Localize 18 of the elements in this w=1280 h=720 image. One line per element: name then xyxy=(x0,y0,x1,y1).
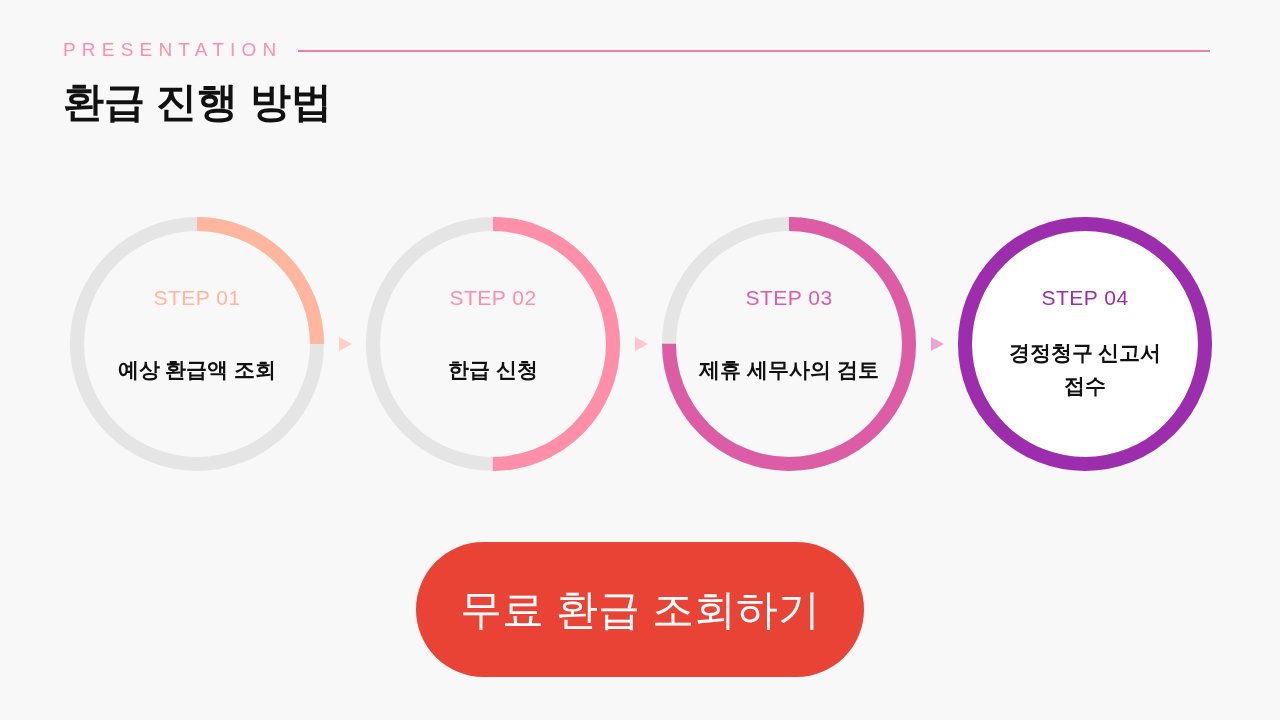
step-title: 경정청구 신고서 접수 xyxy=(1007,340,1163,399)
arrow xyxy=(339,337,352,351)
section-label: PRESENTATION xyxy=(63,39,283,62)
step-label: STEP 02 xyxy=(449,285,537,311)
step-title: 제휴 세무사의 검토 xyxy=(699,356,879,383)
action-button: 무료 환급 조회하기 xyxy=(416,542,864,677)
step-circle xyxy=(662,217,916,471)
step-label: STEP 03 xyxy=(745,285,833,311)
arrow xyxy=(635,337,648,351)
step-title: 예상 환급액 조회 xyxy=(117,356,277,383)
title: 환급 진행 방법 xyxy=(63,78,332,127)
step-circle xyxy=(366,217,620,471)
step-circle xyxy=(958,217,1212,471)
arrow xyxy=(931,337,944,351)
step-label: STEP 04 xyxy=(1041,285,1129,311)
step-circle xyxy=(70,217,324,471)
step-title: 한급 신청 xyxy=(448,356,538,383)
step-label: STEP 01 xyxy=(153,285,241,311)
